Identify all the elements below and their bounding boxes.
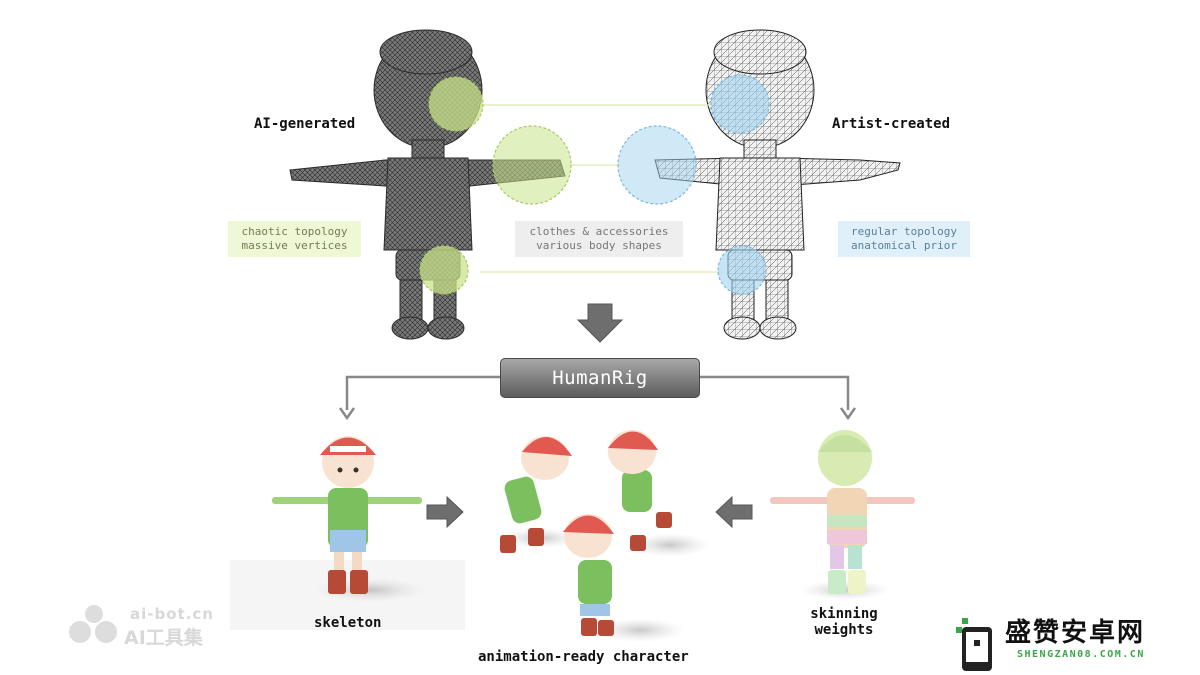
ai-arm-highlight — [492, 125, 572, 205]
skinning-weights-line2: weights — [814, 622, 874, 638]
shengzan-url: SHENGZAN08.COM.CN — [1017, 649, 1145, 660]
ai-bot-name: AI工具集 — [124, 627, 203, 649]
left-branch-arrowhead-icon — [338, 407, 356, 421]
ai-bot-watermark: ai-bot.cn AI工具集 — [68, 605, 214, 650]
ai-topology-tag-line2: massive vertices — [241, 239, 348, 252]
shengzan-watermark: 盛赞安卓网 SHENGZAN08.COM.CN — [955, 612, 1145, 660]
ai-leg-highlight — [419, 245, 469, 295]
clothes-tag-line2: various body shapes — [536, 239, 662, 252]
artist-topology-tag-line1: regular topology — [851, 225, 957, 238]
artist-arm-highlight — [617, 125, 697, 205]
right-branch-arrowhead-icon — [839, 407, 857, 421]
artist-created-label: Artist-created — [832, 116, 951, 132]
ai-bot-logo-icon — [69, 605, 117, 643]
ai-head-highlight — [428, 76, 484, 132]
left-arrow-icon — [715, 495, 753, 529]
ai-generated-label: AI-generated — [254, 116, 356, 132]
ai-topology-tag-line1: chaotic topology — [241, 225, 348, 238]
ai-bot-url: ai-bot.cn — [130, 605, 214, 623]
highlight-connectors — [419, 74, 770, 295]
shengzan-name: 盛赞安卓网 — [1005, 618, 1146, 648]
artist-head-highlight — [710, 74, 770, 134]
artist-topology-tag: regular topology anatomical prior — [838, 221, 970, 257]
animation-ready-label: animation-ready character — [478, 649, 689, 665]
ai-topology-tag: chaotic topology massive vertices — [228, 221, 361, 257]
animation-characters — [500, 430, 710, 642]
phone-logo-icon — [956, 618, 992, 671]
skeleton-character — [230, 436, 465, 630]
clothes-tag-line1: clothes & accessories — [529, 225, 669, 238]
branch-arrows — [345, 375, 850, 410]
skinning-weights-label: skinning weights — [808, 606, 880, 638]
humanrig-box: HumanRig — [500, 358, 700, 398]
right-arrow-icon — [426, 495, 464, 529]
artist-topology-tag-line2: anatomical prior — [851, 239, 957, 252]
skinning-weights-character — [770, 430, 915, 600]
artist-leg-highlight — [717, 245, 767, 295]
down-arrow-icon — [576, 303, 624, 343]
skeleton-label: skeleton — [314, 615, 382, 631]
skinning-weights-line1: skinning — [810, 606, 878, 622]
clothes-tag: clothes & accessories various body shape… — [515, 221, 683, 257]
artist-created-mesh-figure — [654, 29, 901, 340]
